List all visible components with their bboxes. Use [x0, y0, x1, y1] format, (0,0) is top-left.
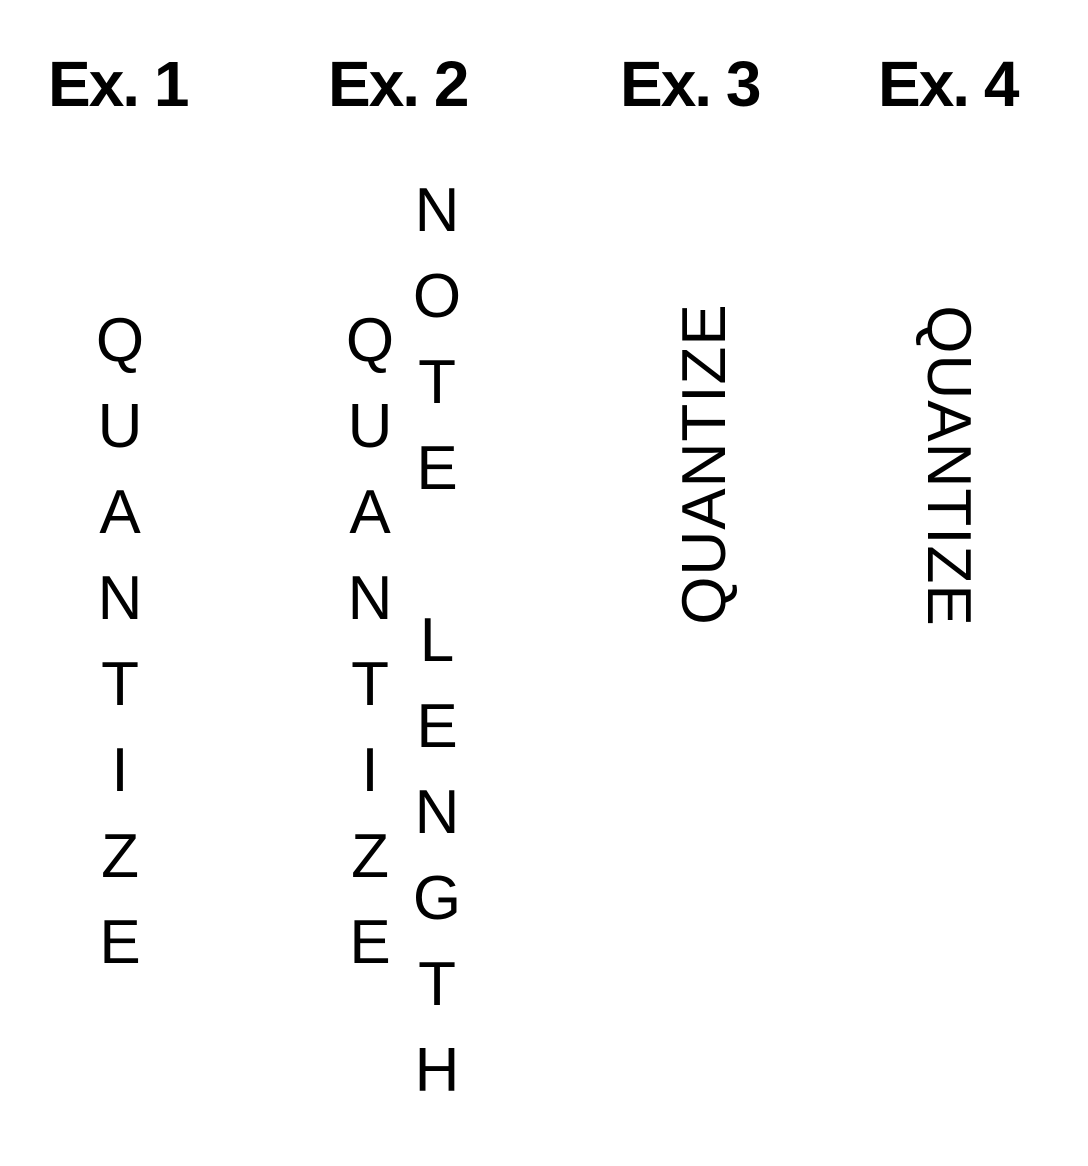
stacked-letter: A [99, 478, 141, 547]
stacked-letter: T [101, 650, 139, 719]
stacked-letter: E [99, 908, 141, 977]
example-3-rotated-word: QUANTIZE [670, 303, 739, 625]
stacked-letter: O [412, 262, 462, 331]
stacked-letter: I [361, 736, 379, 805]
stacked-letter: Q [345, 306, 395, 375]
example-1-heading: Ex. 1 [48, 48, 189, 120]
stacked-letter: Z [101, 822, 139, 891]
stacked-letter: T [418, 950, 456, 1019]
stacked-letter: E [349, 908, 391, 977]
stacked-letter: H [414, 1036, 460, 1105]
stacked-letter: Q [95, 306, 145, 375]
stacked-letter: E [416, 434, 458, 503]
stacked-letter: N [414, 778, 460, 847]
example-3-heading: Ex. 3 [620, 48, 761, 120]
stacked-letter: U [347, 392, 393, 461]
stacked-letter: T [418, 348, 456, 417]
stacked-letter: N [414, 176, 460, 245]
example-4-rotated-word: QUANTIZE [914, 305, 983, 627]
stacked-letter: I [111, 736, 129, 805]
stacked-letter: E [416, 692, 458, 761]
stacked-letter: N [347, 564, 393, 633]
stacked-letter: A [349, 478, 391, 547]
stacked-letter: Z [351, 822, 389, 891]
stacked-letter: L [419, 606, 455, 675]
stacked-letter: U [97, 392, 143, 461]
stacked-letter: G [412, 864, 462, 933]
example-4-heading: Ex. 4 [878, 48, 1019, 120]
stacked-letter: T [351, 650, 389, 719]
example-2-heading: Ex. 2 [328, 48, 469, 120]
stacked-letter: N [97, 564, 143, 633]
